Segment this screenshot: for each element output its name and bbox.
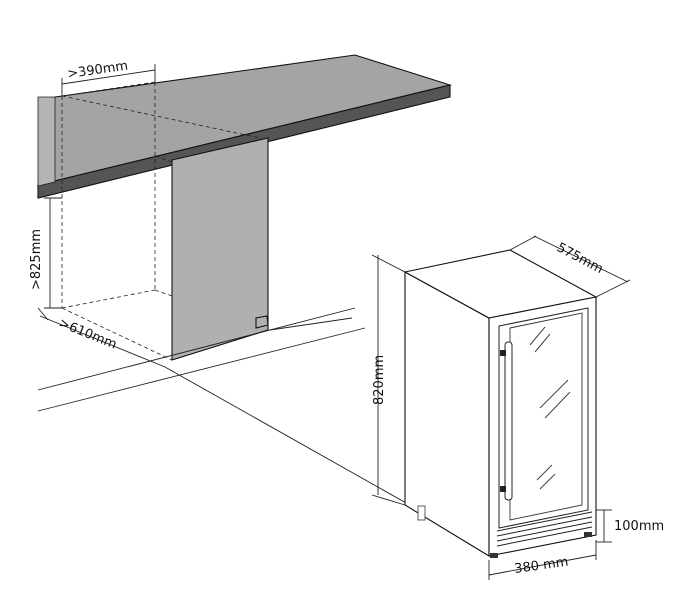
dim-unit-width: 380 mm [488,540,597,580]
label-unit-height: 820mm [372,355,387,405]
door-handle [500,341,513,501]
floor-lines [37,307,366,412]
dim-niche-depth: >610mm [37,307,166,368]
dim-niche-width: >390mm [61,59,156,96]
glass-reflections [529,326,571,490]
dim-niche-height: >825mm [29,197,62,309]
reference-lines [164,366,416,509]
label-unit-width: 380 mm [513,555,569,577]
niche-left-panel [37,96,56,187]
dim-unit-height: 820mm [371,254,406,506]
label-niche-depth: >610mm [57,316,119,353]
label-plinth-height: 100mm [614,519,664,534]
cabinet-side-panel [171,137,269,361]
vent-grille [496,511,593,547]
wine-cooler [403,249,598,558]
niche-volume-dashed [61,81,261,361]
dim-plinth-height: 100mm [596,509,664,543]
label-unit-depth: 575mm [554,240,605,277]
label-niche-height: >825mm [29,229,44,290]
